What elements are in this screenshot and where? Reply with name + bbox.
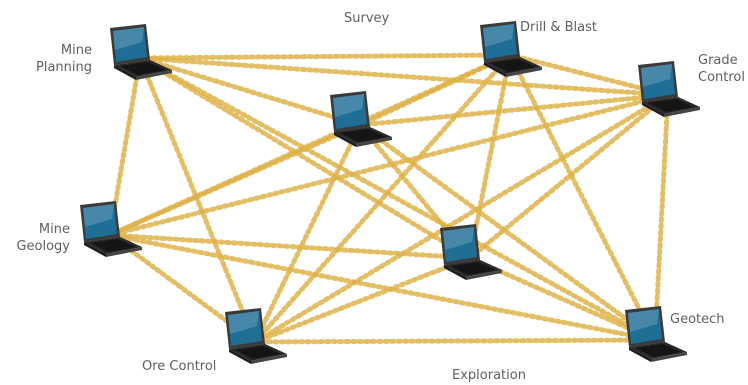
grade-control-label-line2: Control [698,70,745,85]
mine-geology-laptop-icon [80,201,142,257]
link-mine-planning-to-grade-control [137,55,671,98]
ore-control-label: Ore Control [142,359,217,374]
grade-control-laptop-icon [638,61,700,117]
grade-control-label: Grade Control [698,52,745,86]
link-mine-planning-to-center-top [137,55,363,128]
mine-geology-label: Mine Geology [2,221,70,255]
link-mine-geology-to-center-mid [107,232,473,261]
mine-planning-label-line1: Mine [60,43,92,58]
center-mid-laptop-icon [440,224,502,280]
link-mine-planning-to-center-mid [137,55,473,261]
geotech-laptop-icon [625,306,687,362]
mine-planning-label: Mine Planning [30,42,92,76]
link-grade-control-to-center-top [357,92,671,128]
mine-geology-label-line1: Mine [38,222,70,237]
link-mine-planning-to-geotech [137,55,658,343]
link-grade-control-to-geotech [652,92,671,343]
link-grade-control-to-ore-control [252,92,671,345]
geotech-label: Geotech [670,312,725,327]
link-center-mid-to-ore-control [252,255,473,345]
link-mine-planning-to-drill-blast [137,52,513,61]
mine-planning-laptop-icon [110,24,172,80]
link-ore-control-to-geotech [252,337,658,345]
link-drill-blast-to-ore-control [252,52,513,345]
link-drill-blast-to-geotech [507,52,658,343]
grade-control-label-line1: Grade [698,53,738,68]
survey-label: Survey [344,11,390,26]
link-mine-planning-to-ore-control [137,55,258,345]
drill-blast-label: Drill & Blast [520,20,597,35]
link-mine-geology-to-geotech [107,232,658,343]
link-center-top-to-geotech [357,122,658,343]
link-drill-blast-to-center-mid [467,52,513,261]
center-top-laptop-icon [330,91,392,147]
link-center-top-to-mine-geology [107,122,363,238]
link-grade-control-to-mine-geology [107,92,671,238]
mine-geology-label-line2: Geology [16,239,70,254]
ore-control-laptop-icon [225,308,287,364]
mine-planning-label-line2: Planning [36,60,92,75]
link-center-top-to-ore-control [252,122,363,345]
exploration-label: Exploration [452,368,526,383]
drill-blast-laptop-icon [480,21,542,77]
